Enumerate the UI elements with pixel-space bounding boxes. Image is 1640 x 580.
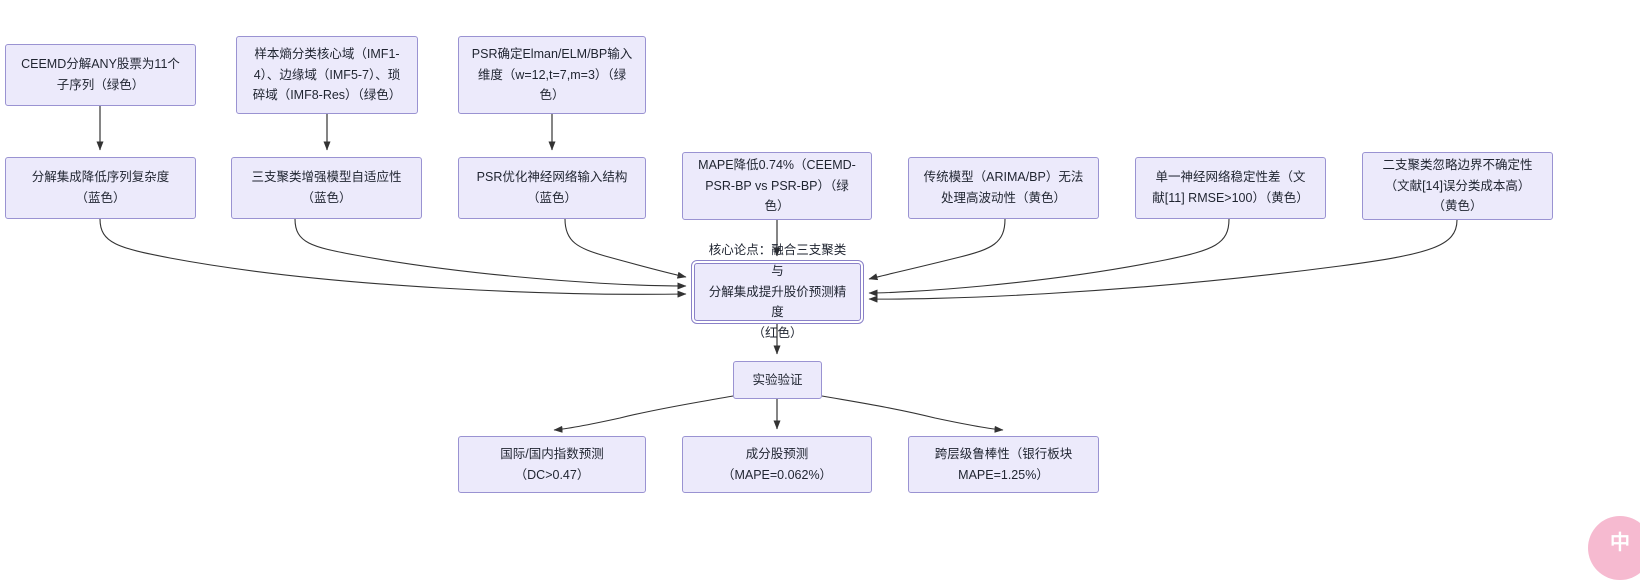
node-psr-optimizes-network-input[interactable]: PSR优化神经网络输入结构 （蓝色） (458, 157, 646, 219)
node-psr-input-dimension[interactable]: PSR确定Elman/ELM/BP输入 维度（w=12,t=7,m=3）（绿 色… (458, 36, 646, 114)
watermark-text: 中 (1610, 530, 1630, 554)
node-core-thesis[interactable]: 核心论点：融合三支聚类与 分解集成提升股价预测精度 （红色） (691, 243, 864, 340)
edge-verify-n13 (553, 395, 734, 433)
node-sample-entropy-classification[interactable]: 样本熵分类核心域（IMF1- 4）、边缘域（IMF5-7）、琐 碎域（IMF8-… (236, 36, 418, 114)
edge-n9-core (868, 218, 1230, 297)
edge-n10-core (868, 219, 1458, 303)
node-traditional-model-limitation[interactable]: 传统模型（ARIMA/BP）无法 处理高波动性（黄色） (908, 157, 1099, 219)
node-decomposition-reduces-complexity[interactable]: 分解集成降低序列复杂度 （蓝色） (5, 157, 196, 219)
node-label: 跨层级鲁棒性（银行板块 MAPE=1.25%） (934, 446, 1073, 482)
node-label: 传统模型（ARIMA/BP）无法 处理高波动性（黄色） (923, 170, 1084, 205)
node-label: 核心论点：融合三支聚类与 分解集成提升股价预测精度 （红色） (708, 243, 847, 340)
node-ceemd-decomposition[interactable]: CEEMD分解ANY股票为11个 子序列（绿色） (5, 44, 196, 106)
node-label: 三支聚类增强模型自适应性 （蓝色） (251, 170, 402, 205)
node-label: 实验验证 (752, 372, 803, 387)
node-label: PSR优化神经网络输入结构 （蓝色） (476, 170, 628, 205)
node-index-forecast[interactable]: 国际/国内指数预测 （DC>0.47） (458, 436, 646, 493)
node-label: 样本熵分类核心域（IMF1- 4）、边缘域（IMF5-7）、琐 碎域（IMF8-… (252, 47, 402, 103)
edge-n6-core (564, 218, 687, 279)
edge-verify-n15 (821, 395, 1004, 433)
node-three-way-clustering-adaptivity[interactable]: 三支聚类增强模型自适应性 （蓝色） (231, 157, 422, 219)
node-experimental-verification[interactable]: 实验验证 (733, 361, 822, 399)
node-label: 二支聚类忽略边界不确定性 （文献[14]误分类成本高） （黄色） (1382, 158, 1533, 214)
watermark-logo: 中 (1588, 516, 1640, 580)
node-label: 成分股预测 （MAPE=0.062%） (721, 446, 833, 482)
node-cross-level-robustness[interactable]: 跨层级鲁棒性（银行板块 MAPE=1.25%） (908, 436, 1099, 493)
edge-n8-core (868, 218, 1006, 281)
node-label: 国际/国内指数预测 （DC>0.47） (500, 446, 604, 482)
node-label: 分解集成降低序列复杂度 （蓝色） (31, 170, 170, 205)
node-label: 单一神经网络稳定性差（文 献[11] RMSE>100）（黄色） (1152, 170, 1309, 205)
node-label: MAPE降低0.74%（CEEMD- PSR-BP vs PSR-BP）（绿 色… (698, 158, 856, 214)
edge-n4-core (99, 218, 687, 298)
node-label: PSR确定Elman/ELM/BP输入 维度（w=12,t=7,m=3）（绿 色… (471, 47, 633, 103)
node-mape-reduction[interactable]: MAPE降低0.74%（CEEMD- PSR-BP vs PSR-BP）（绿 色… (682, 152, 872, 220)
node-label: CEEMD分解ANY股票为11个 子序列（绿色） (21, 57, 180, 92)
node-two-way-clustering-limitation[interactable]: 二支聚类忽略边界不确定性 （文献[14]误分类成本高） （黄色） (1362, 152, 1553, 220)
node-single-network-instability[interactable]: 单一神经网络稳定性差（文 献[11] RMSE>100）（黄色） (1135, 157, 1326, 219)
node-constituent-stock-forecast[interactable]: 成分股预测 （MAPE=0.062%） (682, 436, 872, 493)
edge-n5-core (294, 218, 687, 290)
